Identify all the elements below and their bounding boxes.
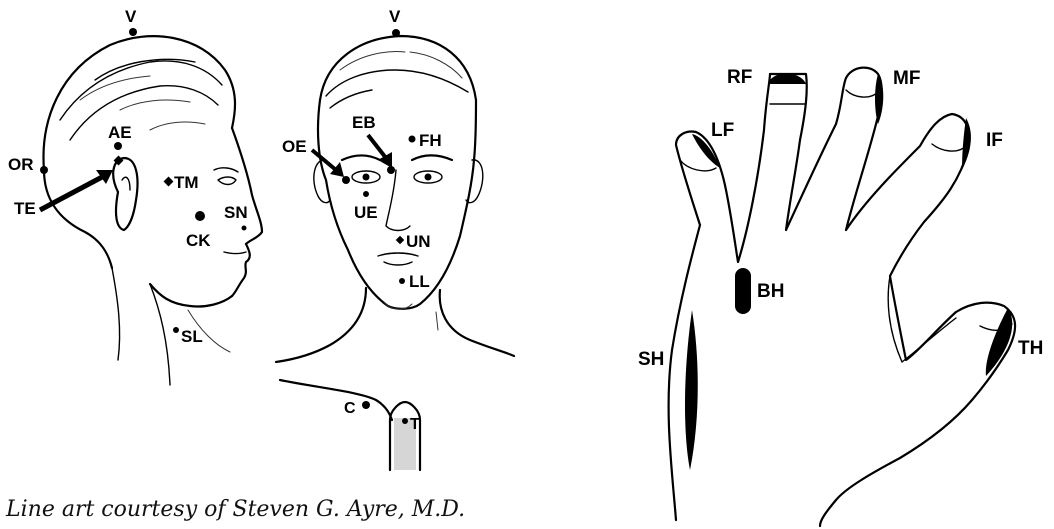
eb-arrow-shaft [368, 135, 386, 158]
label-lf: LF [711, 120, 734, 141]
label-rf: RF [727, 67, 752, 88]
label-mf: MF [893, 68, 920, 89]
profile-points [40, 28, 247, 333]
bh-mark [735, 268, 751, 314]
credit-line: Line art courtesy of Steven G. Ayre, M.D… [5, 497, 465, 522]
label-tm: TM [174, 173, 199, 192]
label-if: IF [986, 130, 1003, 151]
sh-mark [685, 310, 698, 470]
point-ae [114, 142, 122, 150]
label-fh: FH [419, 131, 442, 150]
label-sn: SN [224, 203, 248, 222]
point-sl [173, 327, 179, 333]
label-te: TE [14, 199, 36, 218]
label-c: C [344, 400, 356, 417]
label-v-profile: V [125, 7, 137, 26]
label-t: T [410, 416, 420, 433]
front-label-group: V EB FH OE UE UN LL [282, 7, 442, 291]
label-or: OR [8, 155, 34, 174]
te-arrow-shaft [40, 176, 104, 210]
point-v-profile [129, 28, 137, 36]
label-un: UN [406, 232, 431, 251]
point-fh [409, 136, 416, 143]
label-bh: BH [757, 281, 784, 302]
label-ll: LL [409, 272, 430, 291]
point-ue [363, 191, 369, 197]
label-th: TH [1018, 338, 1043, 359]
point-v-front [392, 29, 400, 37]
point-ll [399, 278, 405, 284]
front-face [276, 36, 514, 362]
label-v-front: V [389, 7, 401, 26]
point-t [402, 418, 408, 424]
mf-mark [875, 74, 883, 124]
point-c [362, 401, 370, 409]
point-ck [195, 211, 205, 221]
point-or [40, 166, 48, 174]
point-un [396, 236, 404, 244]
point-oe [342, 176, 350, 184]
label-ck: CK [186, 231, 211, 250]
trachea-diagram: C T [280, 380, 420, 470]
if-mark [962, 118, 971, 170]
label-sh: SH [638, 349, 664, 370]
point-tm [164, 177, 174, 187]
point-sn [242, 226, 247, 231]
label-eb: EB [352, 113, 376, 132]
label-ae: AE [108, 123, 132, 142]
label-oe: OE [282, 137, 307, 156]
label-ue: UE [354, 203, 378, 222]
label-sl: SL [181, 327, 203, 346]
